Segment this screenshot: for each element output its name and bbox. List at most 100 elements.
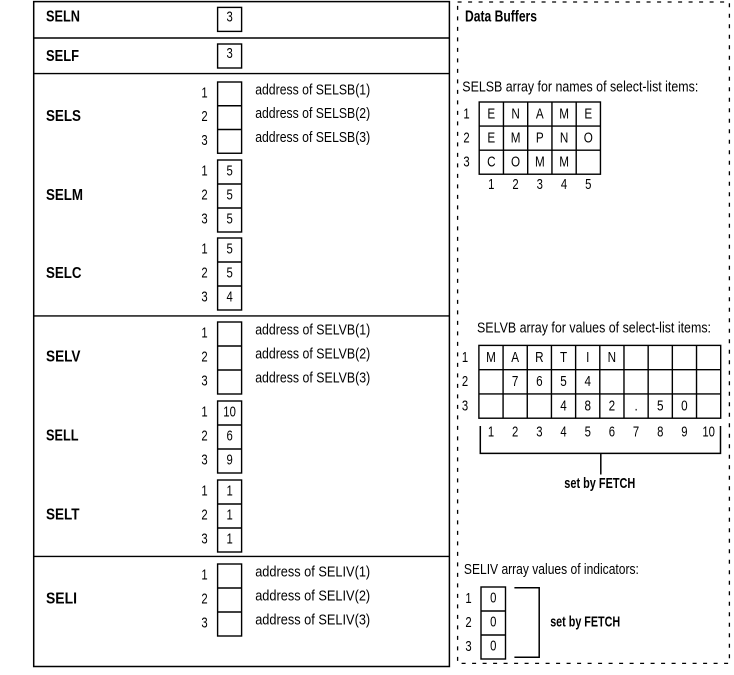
svg-text:address of SELSB(1): address of SELSB(1) — [255, 81, 370, 98]
svg-text:2: 2 — [201, 506, 207, 523]
svg-text:SELS: SELS — [46, 108, 81, 125]
svg-text:M: M — [559, 153, 569, 170]
svg-text:E: E — [487, 129, 495, 146]
svg-text:1: 1 — [462, 348, 468, 365]
svg-text:address of SELIV(2): address of SELIV(2) — [255, 587, 370, 604]
svg-text:SELC: SELC — [46, 265, 82, 282]
svg-text:1: 1 — [488, 176, 494, 193]
svg-text:A: A — [536, 105, 544, 122]
svg-text:address of SELVB(2): address of SELVB(2) — [255, 345, 370, 362]
svg-text:3: 3 — [201, 614, 207, 631]
svg-text:0: 0 — [490, 589, 496, 606]
svg-text:2: 2 — [512, 176, 518, 193]
svg-text:SELL: SELL — [46, 428, 79, 445]
svg-text:address of SELVB(3): address of SELVB(3) — [255, 369, 370, 386]
svg-text:SELV: SELV — [46, 349, 81, 366]
svg-text:2: 2 — [512, 423, 518, 440]
svg-text:3: 3 — [226, 45, 232, 62]
svg-text:1: 1 — [488, 423, 494, 440]
svg-text:3: 3 — [463, 153, 469, 170]
svg-text:5: 5 — [226, 240, 232, 257]
svg-text:3: 3 — [201, 530, 207, 547]
svg-text:3: 3 — [462, 397, 468, 414]
svg-text:2: 2 — [201, 186, 207, 203]
svg-text:4: 4 — [560, 397, 567, 414]
svg-text:E: E — [584, 105, 592, 122]
svg-text:2: 2 — [201, 108, 207, 125]
svg-text:address of SELIV(1): address of SELIV(1) — [255, 563, 370, 580]
svg-text:5: 5 — [226, 186, 232, 203]
svg-text:address of SELVB(1): address of SELVB(1) — [255, 321, 370, 338]
svg-text:O: O — [511, 153, 520, 170]
svg-text:6: 6 — [609, 423, 615, 440]
svg-text:T: T — [560, 348, 567, 365]
svg-text:4: 4 — [584, 373, 591, 390]
svg-text:1: 1 — [201, 162, 207, 179]
svg-text:1: 1 — [465, 590, 471, 607]
svg-text:O: O — [584, 129, 593, 146]
svg-text:P: P — [536, 129, 544, 146]
svg-text:1: 1 — [201, 566, 207, 583]
svg-text:2: 2 — [609, 397, 616, 414]
svg-text:3: 3 — [536, 423, 542, 440]
svg-text:7: 7 — [633, 423, 639, 440]
svg-text:M: M — [511, 129, 521, 146]
svg-text:set by FETCH: set by FETCH — [550, 613, 620, 630]
svg-text:SELSB array for names of selec: SELSB array for names of select-list ite… — [462, 78, 698, 95]
svg-text:8: 8 — [657, 423, 663, 440]
svg-text:4: 4 — [560, 423, 566, 440]
svg-text:1: 1 — [201, 324, 207, 341]
svg-text:1: 1 — [201, 240, 207, 257]
svg-text:0: 0 — [490, 613, 496, 630]
svg-text:2: 2 — [463, 129, 469, 146]
svg-text:C: C — [487, 153, 496, 170]
svg-text:2: 2 — [465, 614, 471, 631]
svg-text:SELF: SELF — [46, 48, 79, 65]
svg-text:M: M — [559, 105, 569, 122]
svg-text:3: 3 — [201, 288, 207, 305]
svg-text:3: 3 — [201, 451, 207, 468]
svg-text:0: 0 — [490, 637, 496, 654]
svg-text:I: I — [586, 348, 589, 365]
svg-text:3: 3 — [226, 8, 232, 25]
svg-text:1: 1 — [201, 482, 207, 499]
svg-text:R: R — [535, 348, 544, 365]
svg-text:5: 5 — [657, 397, 664, 414]
svg-text:5: 5 — [226, 264, 232, 281]
svg-text:1: 1 — [226, 482, 232, 499]
svg-text:SELN: SELN — [46, 8, 80, 25]
svg-text:1: 1 — [226, 530, 232, 547]
svg-text:M: M — [535, 153, 545, 170]
svg-text:5: 5 — [226, 210, 232, 227]
svg-text:7: 7 — [512, 373, 519, 390]
svg-text:3: 3 — [201, 210, 207, 227]
svg-text:2: 2 — [201, 427, 207, 444]
svg-text:SELVB array for values of sele: SELVB array for values of select-list it… — [477, 320, 711, 337]
svg-text:3: 3 — [465, 638, 471, 655]
svg-text:5: 5 — [585, 423, 591, 440]
svg-text:A: A — [511, 348, 519, 365]
svg-text:0: 0 — [681, 397, 688, 414]
svg-text:1: 1 — [201, 84, 207, 101]
svg-text:5: 5 — [585, 176, 591, 193]
svg-text:4: 4 — [226, 288, 232, 305]
svg-text:E: E — [487, 105, 495, 122]
svg-text:5: 5 — [226, 162, 232, 179]
svg-text:SELIV array values of indicato: SELIV array values of indicators: — [464, 561, 639, 578]
svg-text:address of SELSB(2): address of SELSB(2) — [255, 105, 370, 122]
svg-text:10: 10 — [223, 403, 236, 420]
svg-text:M: M — [486, 348, 496, 365]
svg-text:3: 3 — [201, 372, 207, 389]
svg-text:SELT: SELT — [46, 507, 80, 524]
svg-text:6: 6 — [536, 373, 543, 390]
svg-text:1: 1 — [463, 105, 469, 122]
svg-text:4: 4 — [561, 176, 567, 193]
svg-text:8: 8 — [584, 397, 591, 414]
svg-text:10: 10 — [702, 423, 715, 440]
svg-text:2: 2 — [462, 373, 468, 390]
svg-text:5: 5 — [560, 373, 567, 390]
svg-text:address of SELIV(3): address of SELIV(3) — [255, 611, 370, 628]
svg-text:2: 2 — [201, 264, 207, 281]
svg-text:6: 6 — [226, 427, 232, 444]
svg-text:SELI: SELI — [46, 591, 77, 608]
